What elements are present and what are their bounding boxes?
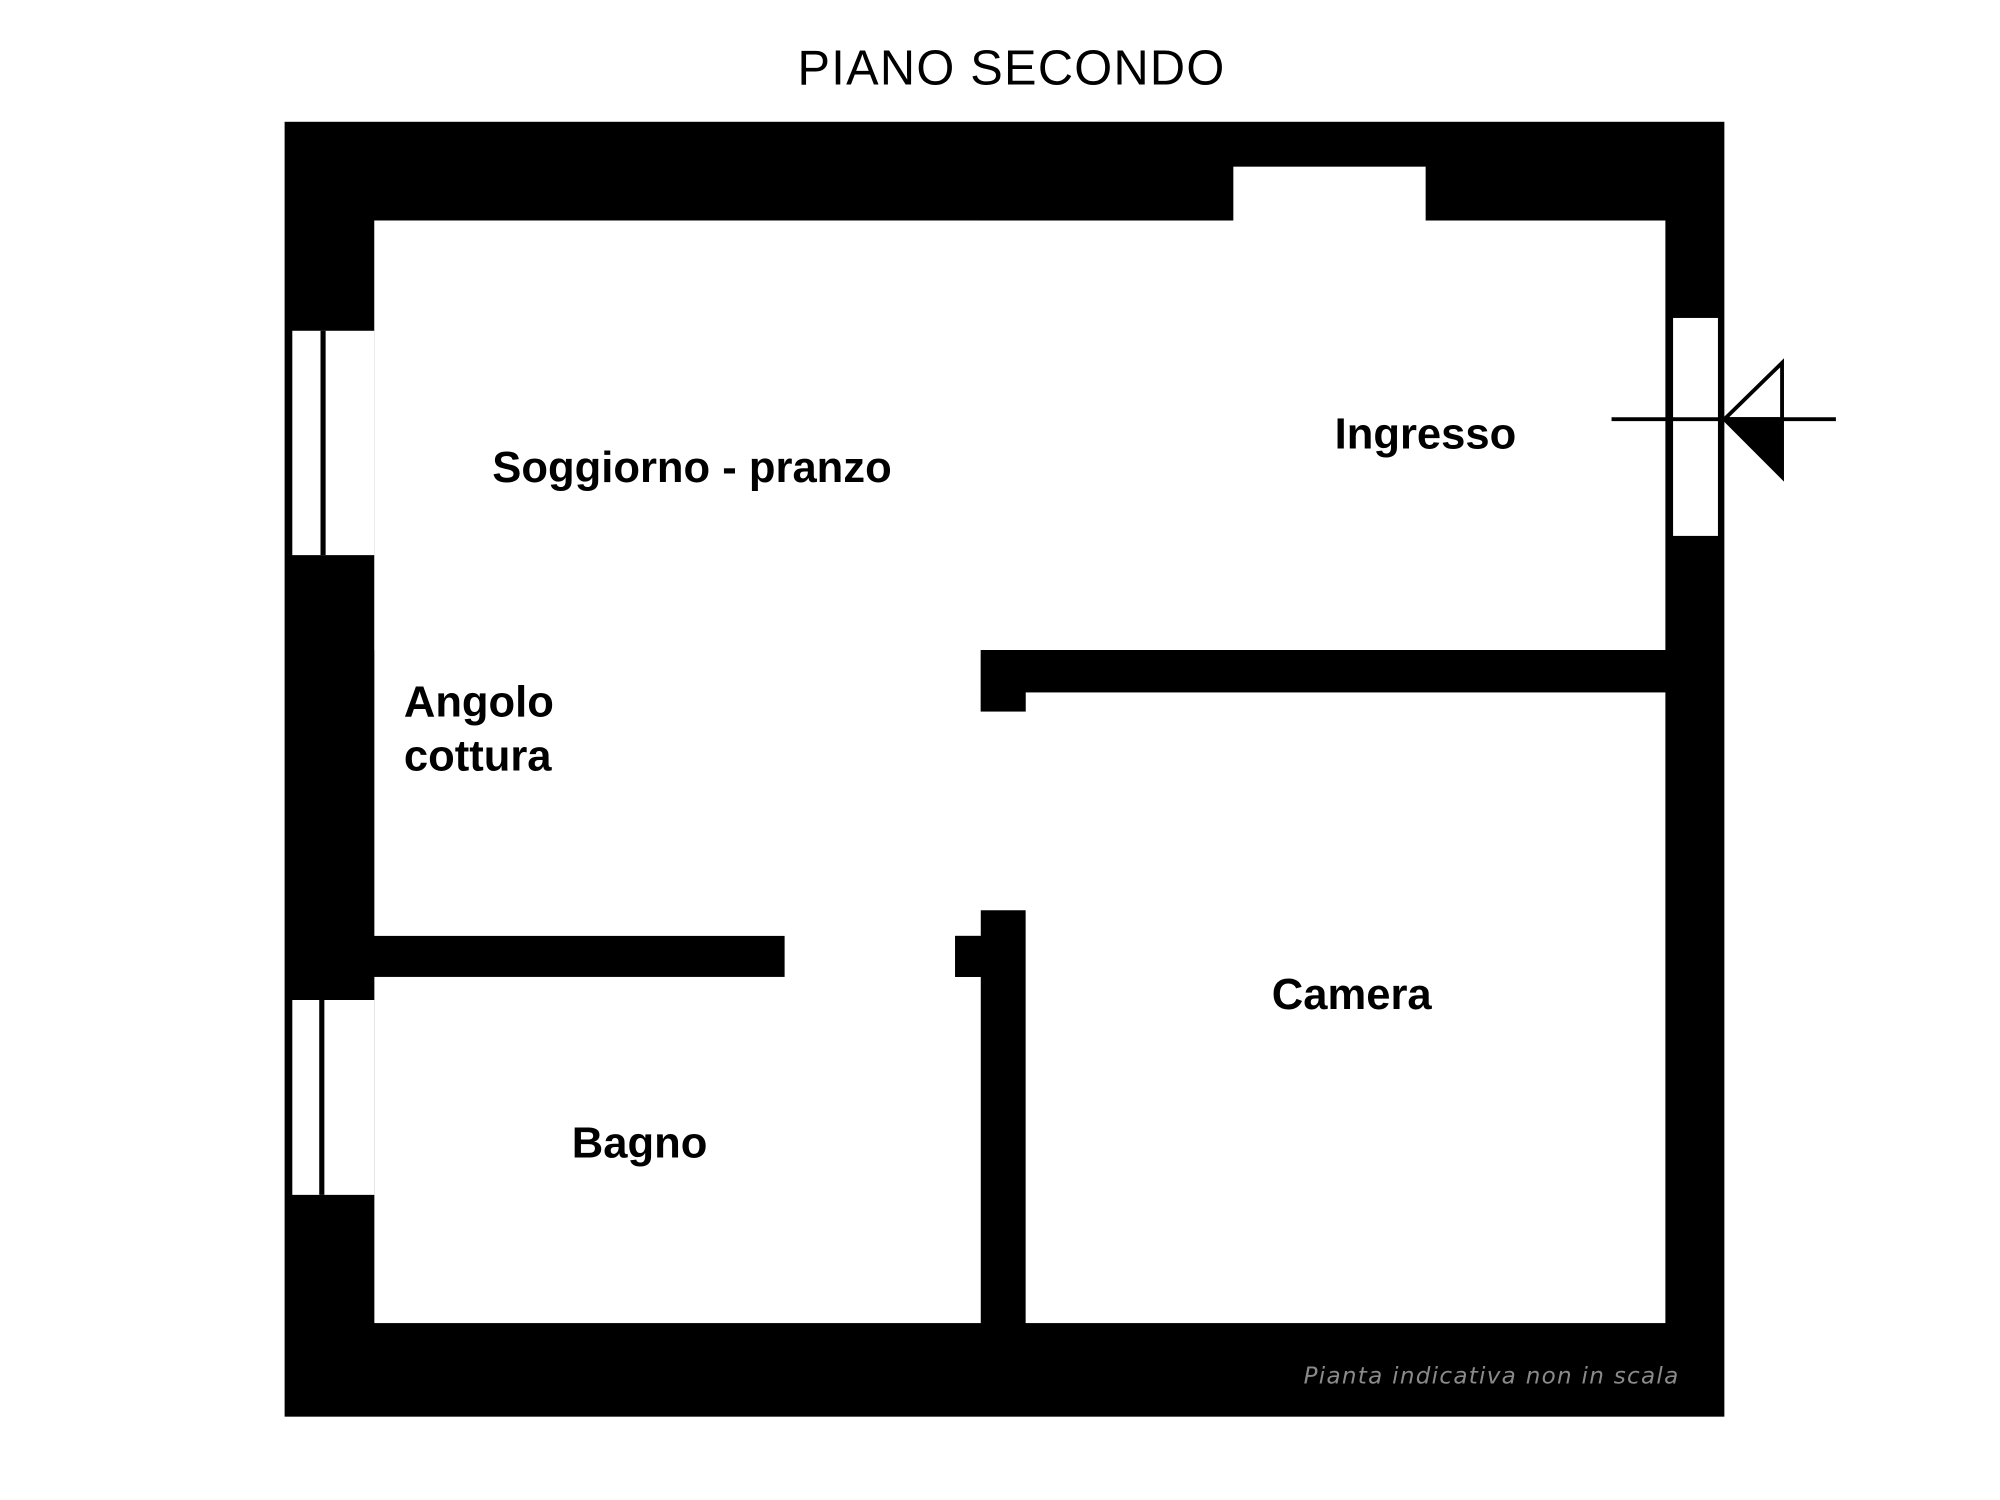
- room-label-soggiorno: Soggiorno - pranzo: [492, 444, 891, 492]
- room-label-cottura: cottura: [404, 733, 552, 781]
- left-window-bagno: [292, 1000, 375, 1195]
- camera-area: [1025, 692, 1666, 1324]
- room-label-angolo: Angolo: [404, 679, 554, 727]
- room-label-ingresso: Ingresso: [1335, 411, 1517, 459]
- room-label-camera: Camera: [1272, 971, 1433, 1019]
- camera-door-gap: [979, 711, 1027, 911]
- walls: [284, 121, 1725, 1417]
- bagno-door-gap: [784, 934, 956, 979]
- room-label-bagno: Bagno: [572, 1120, 708, 1168]
- top-notch: [1233, 166, 1426, 222]
- corridor-wall-fill: [980, 650, 1666, 693]
- plan-title: PIANO SECONDO: [798, 42, 1226, 96]
- scale-note: Pianta indicativa non in scala: [1304, 1363, 1680, 1389]
- living-area: [374, 220, 981, 936]
- bagno-area: [374, 976, 981, 1324]
- bagno-wall-stub: [955, 935, 981, 977]
- corridor-wall-stub: [980, 692, 1026, 712]
- right-window: [1673, 317, 1718, 536]
- left-window-living: [292, 330, 375, 556]
- entrance-door-icon: [1611, 358, 1836, 482]
